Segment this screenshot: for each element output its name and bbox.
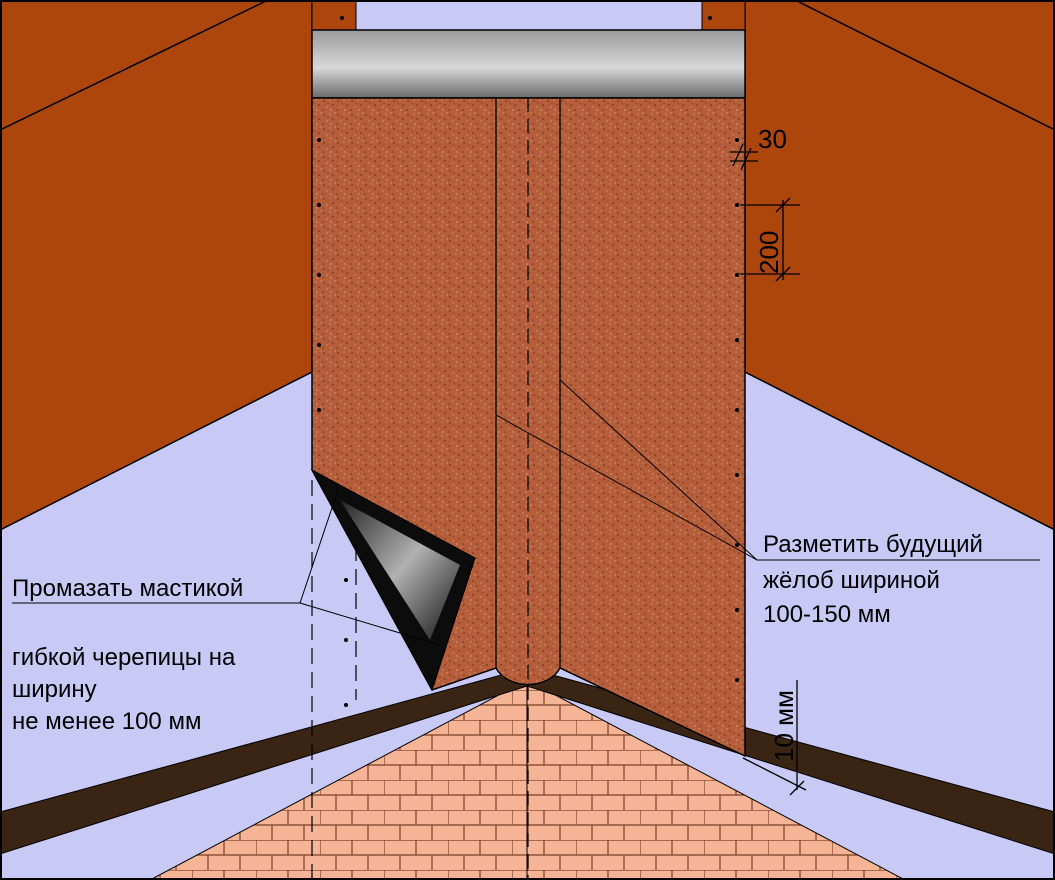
gutter-leaders (495, 379, 1040, 561)
right-post (701, 0, 746, 33)
dimension-10mm (742, 680, 807, 796)
shingles-label-line2: ширину (12, 676, 97, 703)
mastic-leaders (12, 489, 441, 646)
cornice-strip (311, 29, 746, 99)
gutter-label-line2: жёлоб шириной (763, 567, 940, 594)
dimension-200-label: 200 (754, 231, 784, 274)
right-roof-seam (794, 0, 1055, 131)
mastic-label: Промазать мастикой (12, 575, 243, 602)
dimension-30-label: 30 (758, 124, 787, 154)
left-post (311, 0, 357, 33)
left-roof-seam (0, 0, 269, 131)
shingles-label-line1: гибкой черепицы на (12, 644, 236, 671)
dimension-10mm-label: 10 мм (769, 690, 799, 762)
nails (317, 16, 739, 707)
shingles-label-line3: не менее 100 мм (12, 708, 201, 735)
dimension-200 (740, 197, 800, 282)
gutter-label-line1: Разметить будущий (763, 531, 983, 558)
flap-highlight (340, 500, 460, 640)
gutter-label-line3: 100-150 мм (763, 601, 891, 628)
dimension-30 (730, 143, 758, 171)
